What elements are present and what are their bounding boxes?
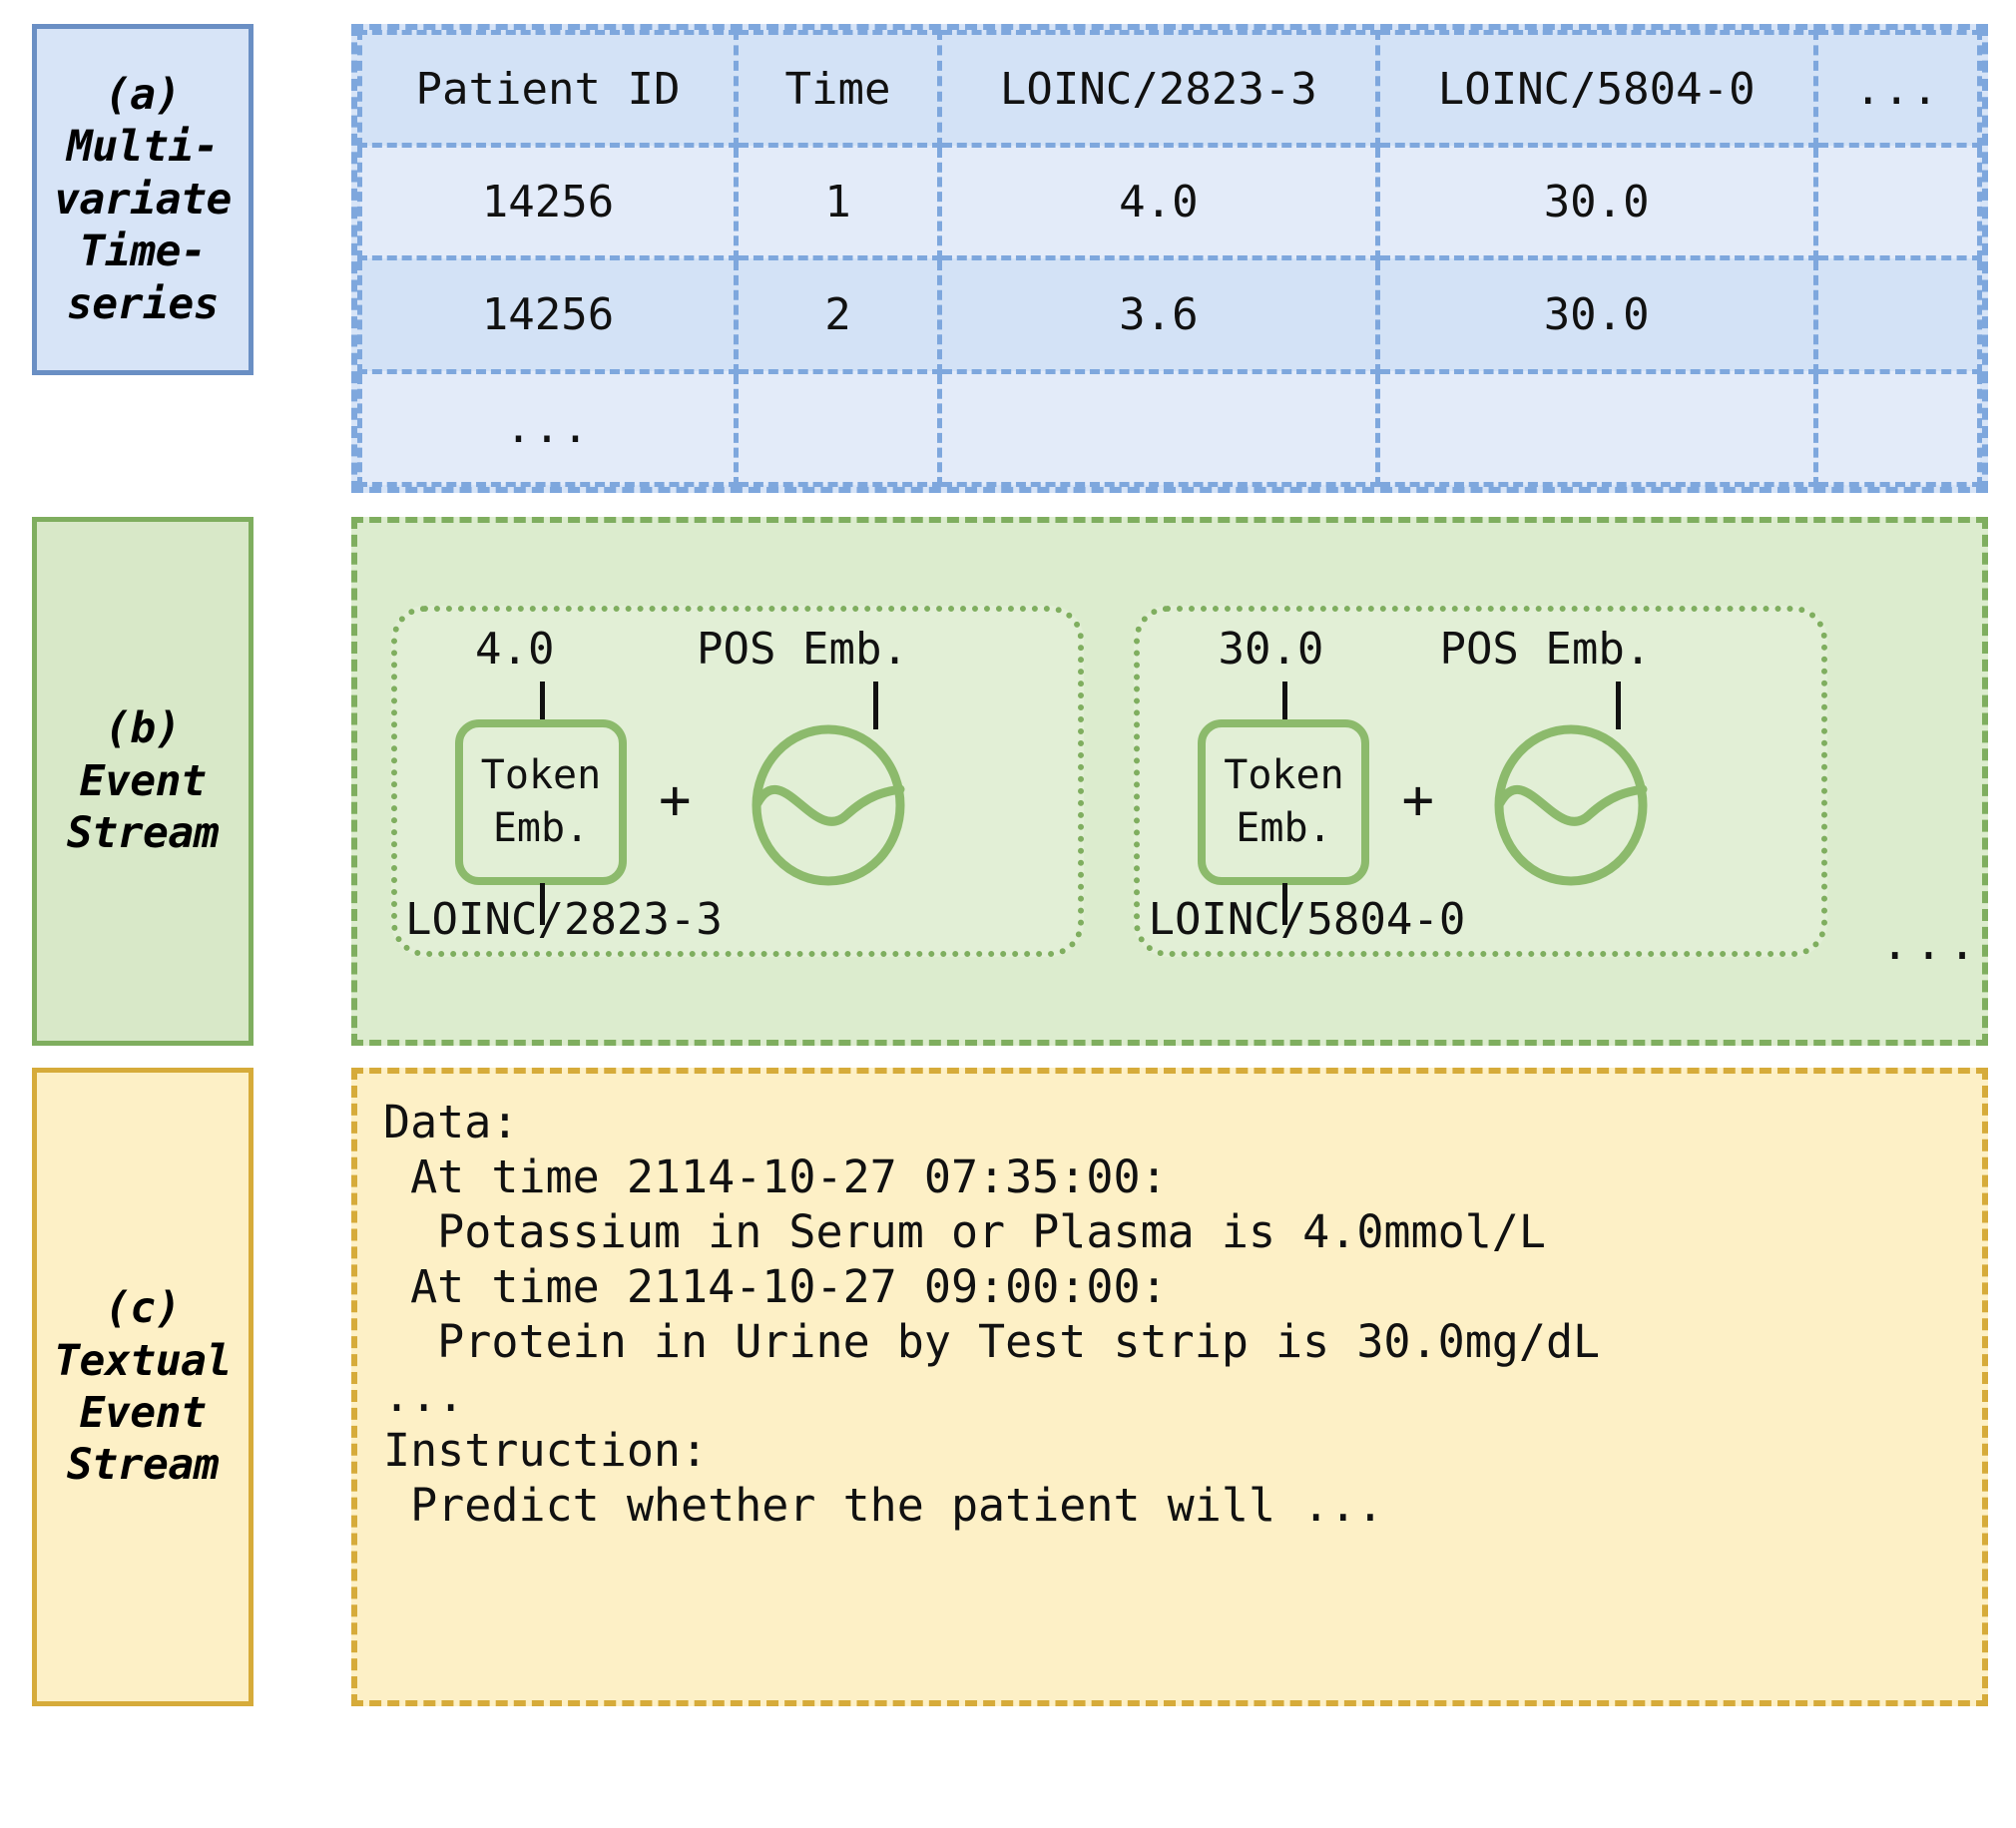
event-stream-ellipsis: ... [1880, 916, 1982, 970]
plus-operator: + [1401, 768, 1434, 831]
cell-time: 2 [734, 255, 942, 374]
loinc-code-label: LOINC/2823-3 [405, 894, 723, 945]
col-header-loinc-2823-3: LOINC/2823-3 [936, 30, 1380, 148]
token-emb-line-2: Emb. [492, 805, 590, 851]
connector-line-pos-to-circle [873, 682, 878, 729]
timeseries-table: Patient ID Time LOINC/2823-3 LOINC/5804-… [357, 30, 1983, 488]
table-row: 14256 1 4.0 30.0 [357, 142, 1983, 261]
token-embedding-box: Token Emb. [455, 719, 627, 885]
connector-line-token-to-code [1282, 883, 1288, 925]
connector-line-token-to-code [540, 883, 545, 925]
prompt-line-time-1: At time 2114-10-27 07:35:00: [383, 1149, 1168, 1203]
token-emb-line-1: Token [480, 752, 602, 799]
panel-a-label-line-4: series [66, 278, 220, 329]
pos-embedding-sine-circle-icon [1491, 723, 1651, 887]
plus-operator: + [659, 768, 692, 831]
connector-line-value-to-token [1282, 682, 1288, 721]
col-header-more: ... [1812, 30, 1983, 148]
col-header-loinc-5804-0: LOINC/5804-0 [1374, 30, 1818, 148]
pos-emb-label: POS Emb. [1439, 624, 1652, 675]
cell-loinc-2823-3-empty [936, 368, 1380, 488]
col-header-patient-id: Patient ID [357, 30, 739, 148]
prompt-line-time-2: At time 2114-10-27 09:00:00: [383, 1259, 1168, 1313]
cell-time-empty [734, 368, 942, 488]
panel-c-label: (c) Textual Event Stream [32, 1068, 253, 1706]
prompt-line-instruction-header: Instruction: [383, 1424, 709, 1478]
prompt-line-data-header: Data: [383, 1096, 519, 1148]
token-emb-line-1: Token [1224, 752, 1344, 799]
panel-c-label-line-1: Textual [54, 1335, 232, 1386]
token-value: 30.0 [1218, 624, 1324, 675]
prompt-line-ellipsis: ... [383, 1369, 465, 1423]
connector-line-value-to-token [540, 682, 545, 721]
cell-patient-id-more: ... [357, 368, 739, 488]
panel-c-label-line-0: (c) [104, 1283, 182, 1334]
token-embedding-box: Token Emb. [1198, 719, 1370, 885]
panel-a-label-line-1: Multi- [66, 122, 220, 173]
panel-a-label-line-3: Time- [79, 227, 207, 277]
panel-a-label-line-2: variate [54, 174, 232, 225]
cell-loinc-5804-0: 30.0 [1374, 255, 1818, 374]
panel-b-label: (b) Event Stream [32, 517, 253, 1046]
cell-more [1812, 255, 1983, 374]
cell-loinc-5804-0-empty [1374, 368, 1818, 488]
pos-emb-label: POS Emb. [697, 624, 908, 675]
pos-embedding-sine-circle-icon [749, 723, 908, 887]
table-row-ellipsis: ... [357, 368, 1983, 488]
loinc-code-label: LOINC/5804-0 [1148, 894, 1466, 945]
panel-b-label-line-2: Stream [66, 808, 220, 859]
prompt-line-observation-1: Potassium in Serum or Plasma is 4.0mmol/… [383, 1204, 1546, 1258]
table-header-row: Patient ID Time LOINC/2823-3 LOINC/5804-… [357, 30, 1983, 148]
panel-a-multivariate-timeseries-table: Patient ID Time LOINC/2823-3 LOINC/5804-… [351, 24, 1988, 493]
panel-c-label-line-3: Stream [66, 1440, 220, 1491]
event-token-group: 30.0 POS Emb. Token Emb. + LOINC/5804-0 [1134, 606, 1827, 957]
col-header-time: Time [734, 30, 942, 148]
prompt-line-instruction-body: Predict whether the patient will ... [383, 1479, 1384, 1533]
token-value: 4.0 [475, 624, 555, 675]
panel-b-label-line-1: Event [79, 755, 207, 806]
cell-time: 1 [734, 142, 942, 261]
panel-a-label: (a) Multi- variate Time- series [32, 24, 253, 375]
cell-patient-id: 14256 [357, 255, 739, 374]
token-emb-line-2: Emb. [1236, 805, 1332, 851]
table-row: 14256 2 3.6 30.0 [357, 255, 1983, 374]
cell-more [1812, 142, 1983, 261]
panel-b-label-line-0: (b) [104, 703, 182, 754]
cell-more-empty [1812, 368, 1983, 488]
cell-patient-id: 14256 [357, 142, 739, 261]
prompt-line-observation-2: Protein in Urine by Test strip is 30.0mg… [383, 1314, 1601, 1368]
cell-loinc-2823-3: 4.0 [936, 142, 1380, 261]
panel-c-label-line-2: Event [79, 1388, 207, 1438]
cell-loinc-5804-0: 30.0 [1374, 142, 1818, 261]
cell-loinc-2823-3: 3.6 [936, 255, 1380, 374]
panel-c-textual-event-stream: Data: At time 2114-10-27 07:35:00: Potas… [351, 1068, 1988, 1706]
connector-line-pos-to-circle [1616, 682, 1622, 729]
panel-a-label-line-0: (a) [104, 69, 182, 120]
event-token-group: 4.0 POS Emb. Token Emb. + LOINC/2823-3 [391, 606, 1085, 957]
panel-b-event-stream: 4.0 POS Emb. Token Emb. + LOINC/2823-3 3… [351, 517, 1988, 1046]
